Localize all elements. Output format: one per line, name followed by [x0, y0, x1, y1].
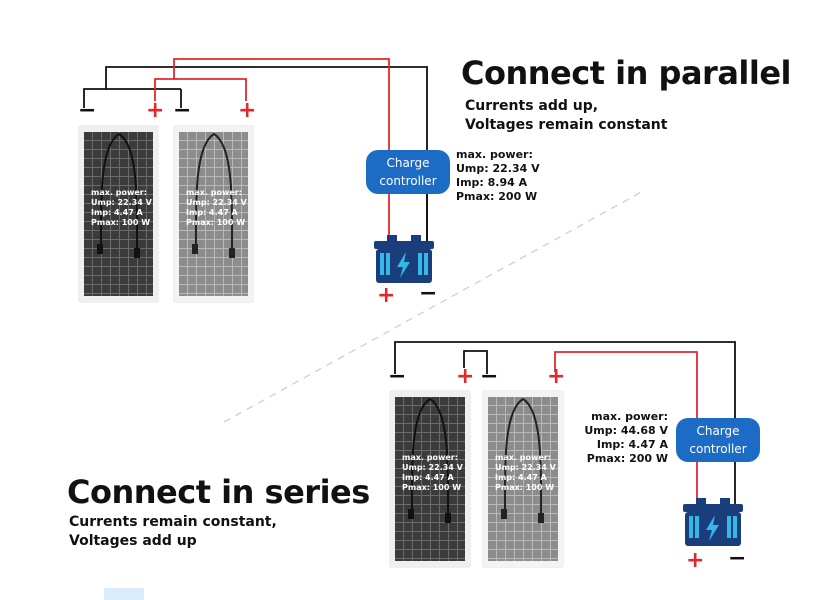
panel-spec-l1: max. power:: [186, 188, 242, 197]
parallel-battery-minus: −: [419, 281, 438, 306]
controller-label-l2: controller: [379, 174, 437, 188]
parallel-stats-l4: Pmax: 200 W: [456, 190, 538, 203]
parallel-subtitle-l1: Currents add up,: [465, 98, 599, 114]
panel-spec: max. power: Ump: 22.34 V Imp: 4.47 A Pma…: [91, 188, 152, 228]
parallel-battery-plus: +: [377, 283, 396, 308]
controller-label-l1: Charge: [696, 424, 740, 438]
panel-spec-l3: Imp: 4.47 A: [402, 473, 454, 482]
solar-panel-series-2: max. power: Ump: 22.34 V Imp: 4.47 A Pma…: [483, 391, 563, 567]
panel-spec-l4: Pmax: 100 W: [495, 483, 555, 492]
panel-spec: max. power: Ump: 22.34 V Imp: 4.47 A Pma…: [402, 453, 463, 493]
parallel-title: Connect in parallel: [461, 54, 792, 92]
panel-spec-l3: Imp: 4.47 A: [495, 473, 547, 482]
series-stats-l3: Imp: 4.47 A: [596, 438, 668, 451]
controller-label-l1: Charge: [386, 156, 430, 170]
panel-spec-l2: Ump: 22.34 V: [186, 198, 247, 207]
series-subtitle-l2: Voltages add up: [69, 533, 197, 549]
battery-icon: [374, 235, 434, 283]
parallel-panel2-minus: −: [173, 98, 192, 123]
panel-spec-l3: Imp: 4.47 A: [186, 208, 238, 217]
series-stats: max. power: Ump: 44.68 V Imp: 4.47 A Pma…: [580, 410, 668, 466]
charge-controller-parallel: Charge controller: [366, 150, 450, 194]
parallel-stats: max. power: Ump: 22.34 V Imp: 8.94 A Pma…: [456, 148, 540, 204]
series-panel1-plus: +: [456, 364, 475, 389]
controller-label-l2: controller: [689, 442, 747, 456]
parallel-stats-l1: max. power:: [456, 148, 533, 161]
series-stats-l1: max. power:: [591, 410, 668, 423]
series-battery-plus: +: [686, 548, 705, 573]
panel-spec-l1: max. power:: [495, 453, 551, 462]
parallel-positive-link: [174, 78, 247, 101]
series-stats-l4: Pmax: 200 W: [586, 452, 668, 465]
panel-spec-l2: Ump: 22.34 V: [495, 463, 556, 472]
panel-spec-l4: Pmax: 100 W: [91, 218, 151, 227]
panel-spec-l1: max. power:: [402, 453, 458, 462]
panel-spec-l3: Imp: 4.47 A: [91, 208, 143, 217]
panel-cable-icon: [501, 397, 544, 523]
panel-spec: max. power: Ump: 22.34 V Imp: 4.47 A Pma…: [186, 188, 247, 228]
series-title: Connect in series: [67, 473, 370, 511]
series-panel2-minus: −: [480, 364, 499, 389]
panel-spec-l2: Ump: 22.34 V: [91, 198, 152, 207]
parallel-panel1-plus: +: [146, 98, 165, 123]
dashed-divider: [223, 189, 646, 423]
series-battery-minus: −: [728, 546, 747, 571]
panel-cells: [179, 132, 248, 296]
parallel-subtitle: Currents add up, Voltages remain constan…: [465, 97, 667, 135]
panel-spec-l2: Ump: 22.34 V: [402, 463, 463, 472]
parallel-subtitle-l2: Voltages remain constant: [465, 117, 668, 133]
panel-spec-l4: Pmax: 100 W: [402, 483, 462, 492]
panel-cable-icon: [97, 132, 140, 258]
background-patch: [104, 588, 144, 600]
charge-controller-series: Charge controller: [676, 418, 760, 462]
parallel-stats-l3: Imp: 8.94 A: [456, 176, 528, 189]
series-panel1-minus: −: [388, 364, 407, 389]
series-panel2-plus: +: [547, 364, 566, 389]
panel-cells: [84, 132, 153, 296]
solar-panel-series-1: max. power: Ump: 22.34 V Imp: 4.47 A Pma…: [390, 391, 470, 567]
battery-icon: [683, 498, 743, 546]
series-subtitle-l1: Currents remain constant,: [69, 514, 277, 530]
panel-cable-icon: [192, 132, 235, 258]
series-bridge-wire: [463, 350, 488, 374]
series-subtitle: Currents remain constant, Voltages add u…: [69, 513, 277, 551]
parallel-panel1-minus: −: [78, 98, 97, 123]
parallel-positive-wire: [154, 58, 390, 150]
panel-spec: max. power: Ump: 22.34 V Imp: 4.47 A Pma…: [495, 453, 556, 493]
solar-panel-parallel-1: max. power: Ump: 22.34 V Imp: 4.47 A Pma…: [79, 126, 158, 302]
series-stats-l2: Ump: 44.68 V: [584, 424, 668, 437]
panel-spec-l4: Pmax: 100 W: [186, 218, 246, 227]
parallel-panel2-plus: +: [238, 98, 257, 123]
solar-panel-parallel-2: max. power: Ump: 22.34 V Imp: 4.47 A Pma…: [174, 126, 253, 302]
parallel-negative-wire: [83, 66, 428, 244]
panel-cells: [395, 397, 465, 561]
panel-cells: [488, 397, 558, 561]
panel-cable-icon: [408, 397, 451, 523]
panel-spec-l1: max. power:: [91, 188, 147, 197]
parallel-stats-l2: Ump: 22.34 V: [456, 162, 540, 175]
